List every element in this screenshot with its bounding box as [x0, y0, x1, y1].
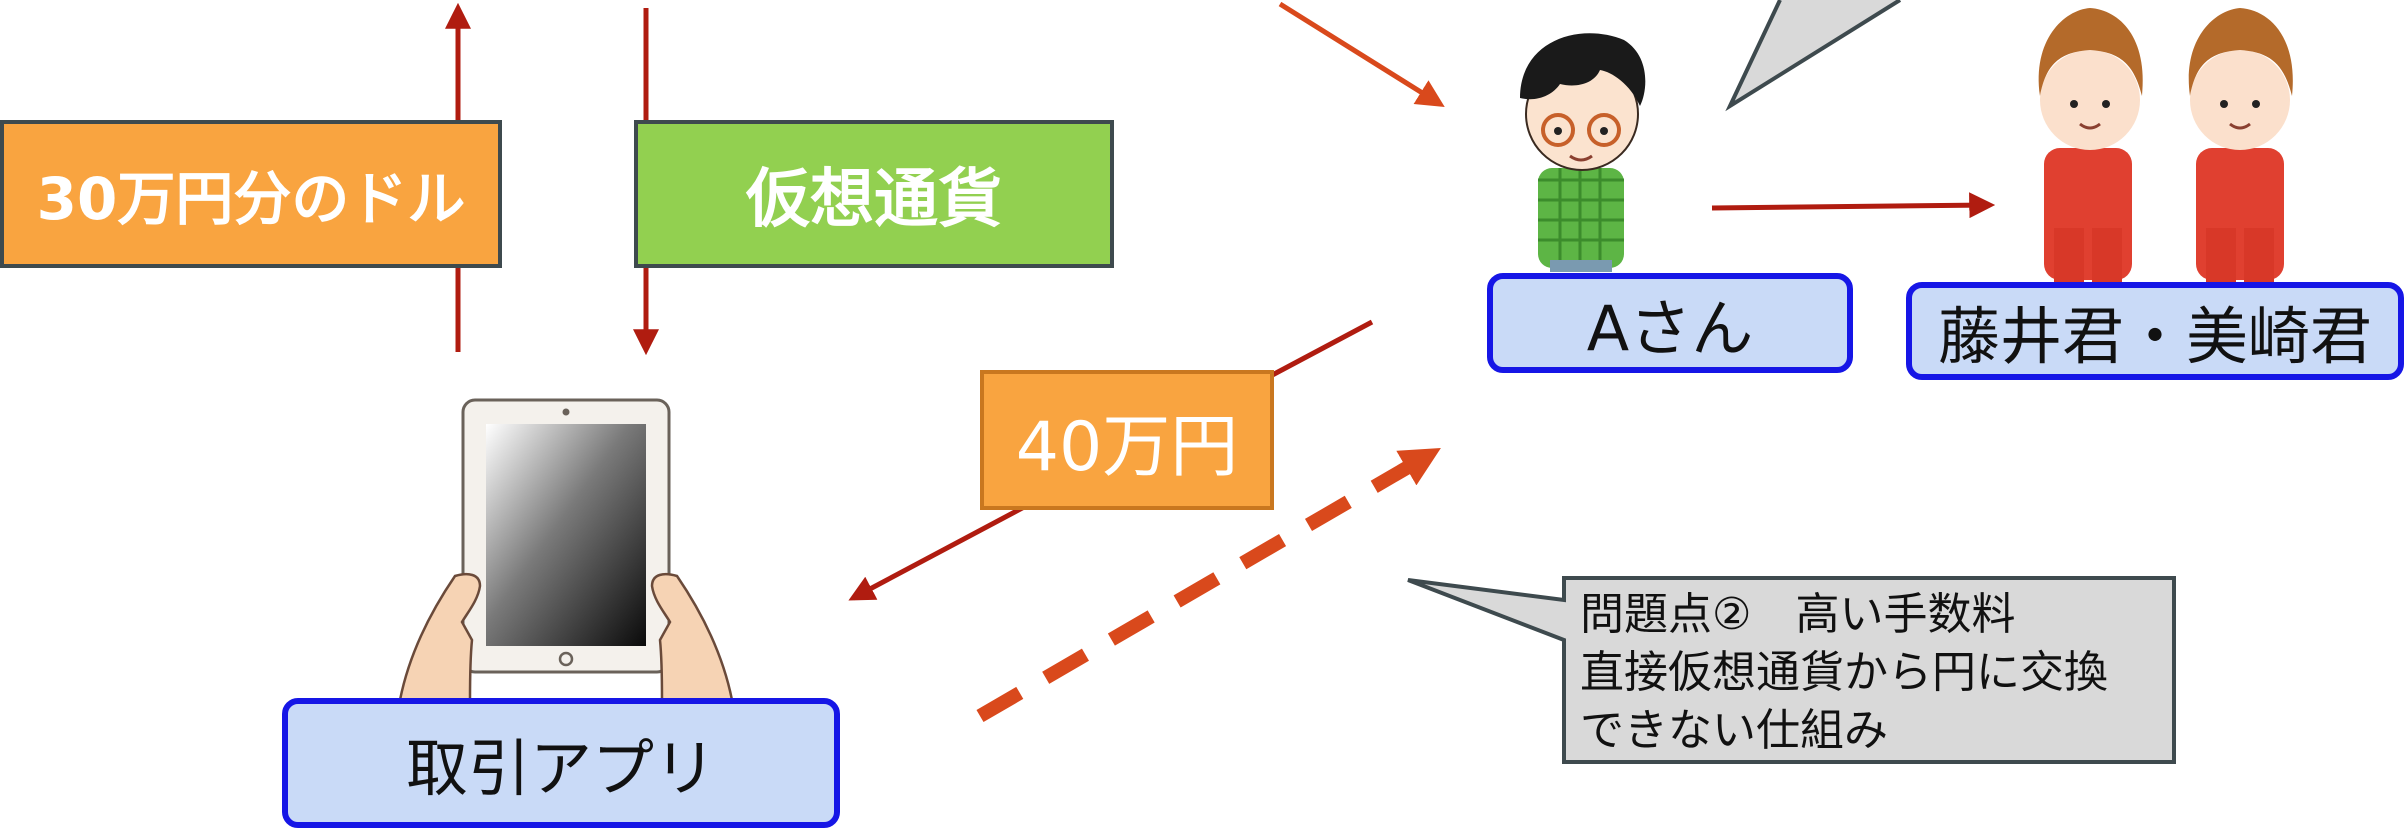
dashed-arrow-app-to-a: [976, 445, 1441, 723]
arrow-a-to-friends: [1711, 192, 1996, 219]
friends-illustration: [2038, 8, 2293, 284]
yen-amount-label: 40万円: [1015, 407, 1239, 487]
arrow-into-person-a: [1278, 1, 1445, 107]
dollar-amount-label: 30万円分のドル: [36, 165, 466, 233]
yen-amount-box: 40万円: [980, 370, 1274, 510]
friends-label: 藤井君・美崎君: [1937, 300, 2372, 373]
callout-bubble: [1407, 576, 2176, 764]
person-a-label: Aさん: [1586, 292, 1754, 365]
dollar-amount-box: 30万円分のドル: [0, 120, 502, 268]
trading-app-label: 取引アプリ: [405, 732, 716, 805]
friends-label-box: 藤井君・美崎君: [1906, 282, 2404, 380]
callout-top-partial: [1725, 0, 1902, 112]
callout-line-2: 直接仮想通貨から円に交換: [1580, 647, 2108, 698]
tablet-illustration: [398, 398, 734, 702]
trading-app-label-box: 取引アプリ: [282, 698, 840, 828]
problem-callout-text: 問題点② 高い手数料 直接仮想通貨から円に交換 できない仕組み: [1580, 586, 2108, 760]
person-a-label-box: Aさん: [1487, 273, 1853, 373]
crypto-label: 仮想通貨: [746, 163, 1002, 237]
callout-line-1: 問題点② 高い手数料: [1580, 589, 2016, 640]
callout-line-3: できない仕組み: [1580, 705, 1888, 756]
crypto-box: 仮想通貨: [634, 120, 1114, 268]
person-a-illustration: [1520, 33, 1646, 272]
